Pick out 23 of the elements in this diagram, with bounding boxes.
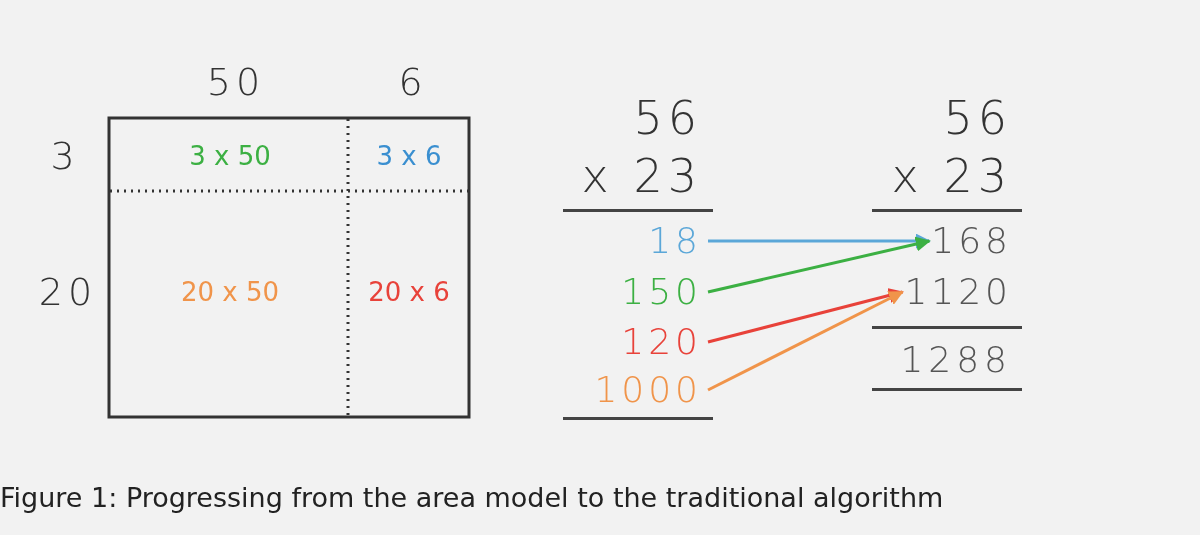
number: 56: [943, 95, 1012, 141]
number: x 23: [581, 153, 702, 199]
figure-caption: Figure 1: Progressing from the area model to the traditional algorithm: [0, 484, 944, 511]
product-expression: 20 x 50: [180, 279, 280, 305]
partial-product: 1000: [594, 372, 702, 408]
total: 1288: [900, 342, 1012, 378]
partial-product: 168: [931, 223, 1012, 259]
arrow: [707, 290, 904, 392]
dimension-label: 20: [38, 273, 98, 311]
product-expression: 3 x 50: [189, 143, 271, 169]
partial-product: 120: [621, 324, 702, 360]
partial-product: 150: [621, 274, 702, 310]
partial-product: 1120: [904, 274, 1012, 310]
product-expression: 3 x 6: [376, 143, 442, 169]
dimension-label: 6: [398, 63, 428, 101]
number: x 23: [891, 153, 1012, 199]
number: 56: [633, 95, 702, 141]
arrow: [708, 233, 931, 249]
arrow: [707, 236, 931, 294]
partial-product: 18: [648, 223, 702, 259]
product-expression: 20 x 6: [368, 279, 450, 305]
dimension-label: 3: [50, 137, 80, 175]
dimension-label: 50: [206, 63, 266, 101]
